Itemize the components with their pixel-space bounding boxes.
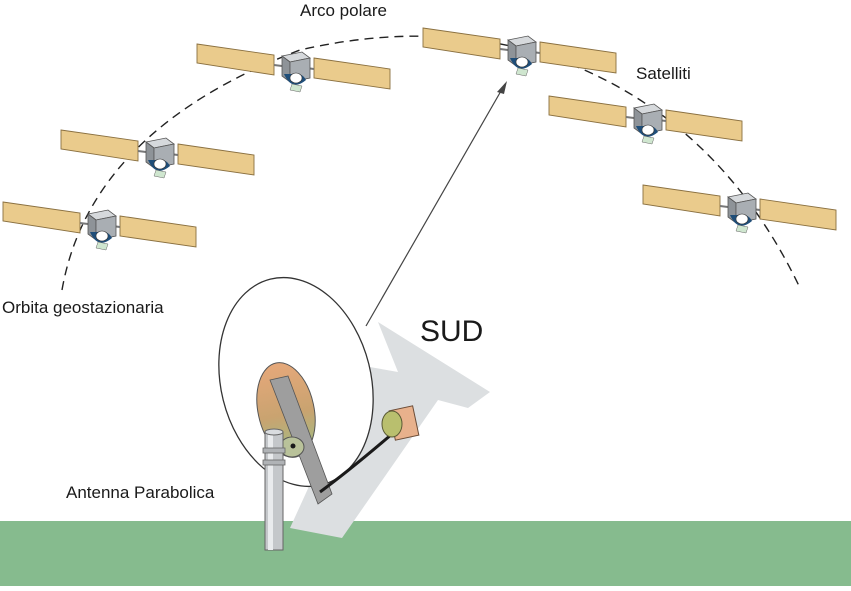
label-polar-arc: Arco polare	[300, 1, 387, 20]
satellite-icon	[196, 43, 391, 93]
satellite-icon	[548, 95, 743, 145]
dish-antenna-icon	[218, 276, 420, 551]
ground	[0, 521, 851, 586]
label-satellites: Satelliti	[636, 64, 691, 83]
satellites-group	[2, 27, 837, 251]
label-antenna: Antenna Parabolica	[66, 483, 215, 502]
satellite-icon	[642, 184, 837, 234]
label-geostationary-orbit: Orbita geostazionaria	[2, 298, 164, 317]
satellite-icon	[2, 201, 197, 251]
pointing-arrow-line	[365, 83, 506, 327]
satellite-icon	[60, 129, 255, 179]
pointing-arrowhead	[497, 81, 507, 94]
label-south: SUD	[420, 315, 483, 348]
satellite-icon	[422, 27, 617, 77]
